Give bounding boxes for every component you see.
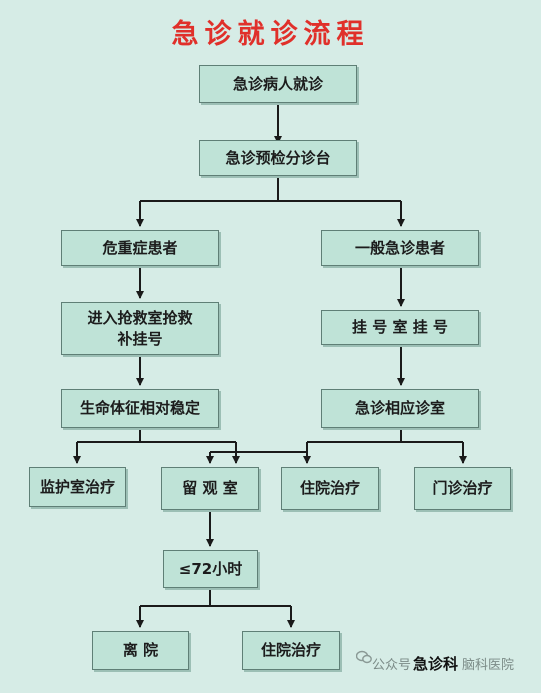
node-within-72h: ≤72小时 [163,550,258,588]
node-critical-patient: 危重症患者 [61,230,219,266]
watermark-prefix: 公众号 [372,658,412,673]
node-registration: 挂 号 室 挂 号 [321,310,479,345]
page-title: 急诊就诊流程 [171,19,370,50]
node-observation-room: 留 观 室 [161,467,259,510]
wechat-icon [356,650,372,664]
watermark-name: 急诊科 [413,655,459,673]
node-hospitalization-2: 住院治疗 [242,631,340,670]
node-emergency-visit: 急诊病人就诊 [199,65,357,103]
node-triage-desk: 急诊预检分诊台 [199,140,357,176]
node-discharge: 离 院 [92,631,189,670]
watermark-suffix: 脑科医院 [462,658,515,673]
node-rescue-room: 进入抢救室抢救 补挂号 [61,302,219,355]
node-hospitalization: 住院治疗 [281,467,379,510]
node-consult-room: 急诊相应诊室 [321,389,479,428]
node-icu-treatment: 监护室治疗 [29,467,126,507]
node-general-patient: 一般急诊患者 [321,230,479,266]
node-outpatient: 门诊治疗 [414,467,511,510]
node-vitals-stable: 生命体征相对稳定 [61,389,219,428]
